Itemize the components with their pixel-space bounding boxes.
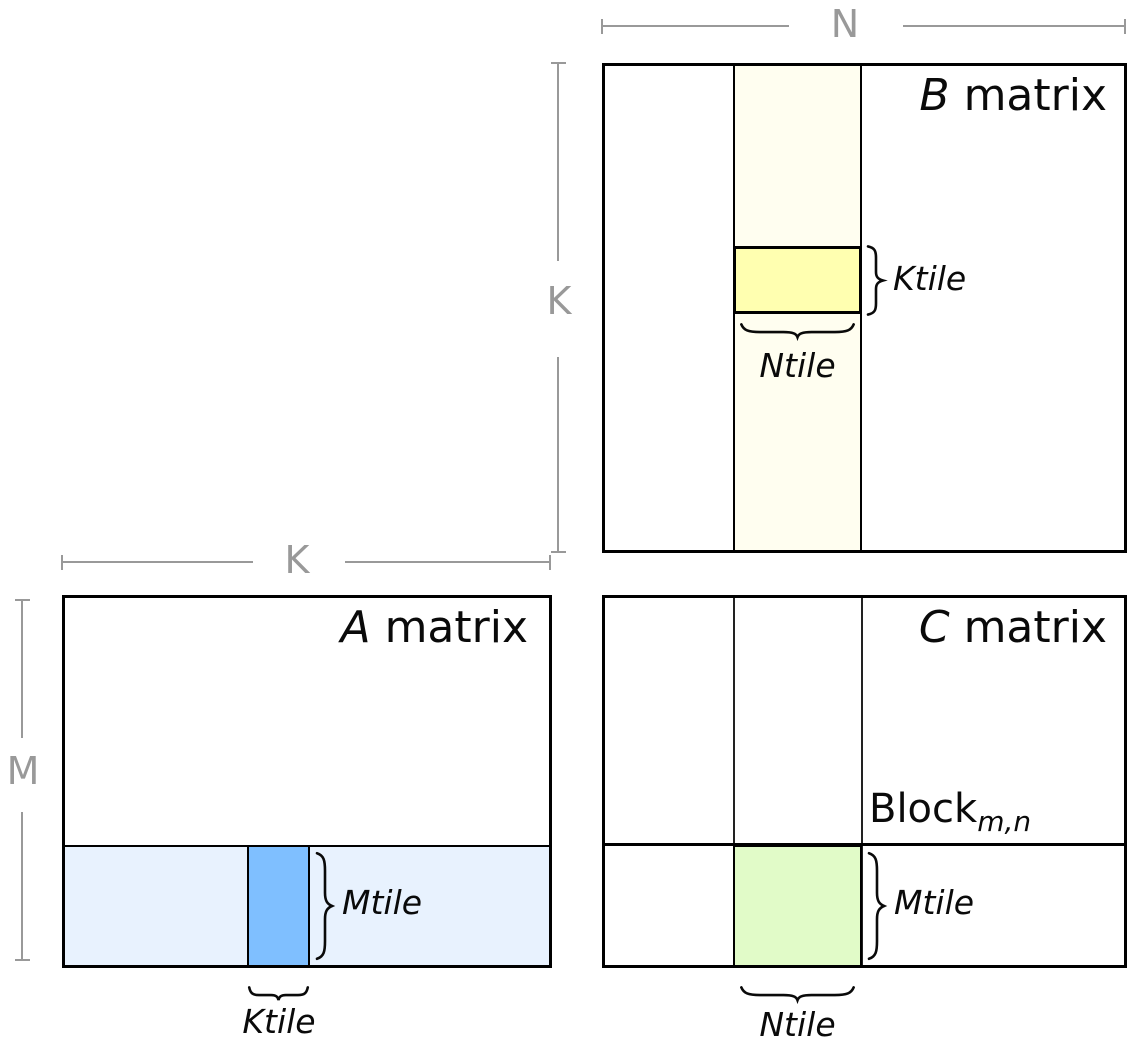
n-dim-label: N	[830, 2, 860, 46]
b-ktile-ntile-tile	[733, 246, 862, 314]
c-ntile-label: Ntile	[759, 1005, 836, 1044]
a-ktile-label: Ktile	[242, 1002, 316, 1041]
a-mtile-label: Mtile	[342, 883, 423, 922]
b-ktile-brace	[865, 245, 885, 316]
m-dim-tick-bottom	[15, 959, 30, 961]
m-dim-line-bottom	[21, 812, 23, 961]
a-mtile-ktile-tile	[247, 845, 310, 968]
m-dim-label: M	[6, 749, 40, 793]
c-block-subscript: m,n	[977, 805, 1032, 838]
b-matrix-title-letter: B	[919, 70, 950, 121]
a-matrix-title-letter: A	[340, 602, 371, 653]
c-matrix-vline-left	[733, 595, 735, 968]
c-mtile-label: Mtile	[894, 883, 975, 922]
k-dim-tick-bottom	[551, 551, 566, 553]
b-matrix-rect	[602, 63, 1127, 553]
ka-dim-tick-right	[549, 555, 551, 570]
b-ktile-label: Ktile	[893, 259, 967, 298]
c-mtile-brace	[866, 851, 886, 961]
b-matrix-title-rest: matrix	[949, 70, 1107, 121]
c-ntile-underbrace	[739, 984, 856, 1001]
a-matrix-title-rest: matrix	[370, 602, 528, 653]
k-dim-label: K	[546, 279, 572, 323]
c-matrix-title-letter: C	[918, 602, 950, 653]
c-matrix-vline-right	[861, 595, 863, 968]
k-dim-line-bottom	[557, 357, 559, 552]
b-ntile-underbrace	[739, 321, 856, 338]
c-block-text: Block	[869, 786, 978, 832]
a-matrix-title: A matrix	[62, 602, 528, 653]
n-dim-line-left	[601, 25, 789, 27]
a-matrix-rect	[62, 595, 552, 968]
c-block-label: Blockm,n	[869, 788, 1031, 836]
a-mtile-brace	[314, 851, 334, 961]
ka-dim-label: K	[284, 538, 310, 582]
ka-dim-line-right	[345, 561, 551, 563]
n-dim-line-right	[903, 25, 1126, 27]
c-matrix-title: C matrix	[602, 602, 1107, 653]
ka-dim-line-left	[61, 561, 253, 563]
b-matrix-title: B matrix	[602, 70, 1107, 121]
k-dim-line-top	[557, 63, 559, 261]
a-ktile-underbrace	[248, 984, 309, 1001]
c-matrix-hline	[602, 843, 1127, 846]
c-matrix-title-rest: matrix	[949, 602, 1107, 653]
n-dim-tick-right	[1124, 19, 1126, 34]
m-dim-line-top	[21, 600, 23, 738]
b-ntile-label: Ntile	[759, 346, 836, 385]
c-matrix-rect	[602, 595, 1127, 968]
